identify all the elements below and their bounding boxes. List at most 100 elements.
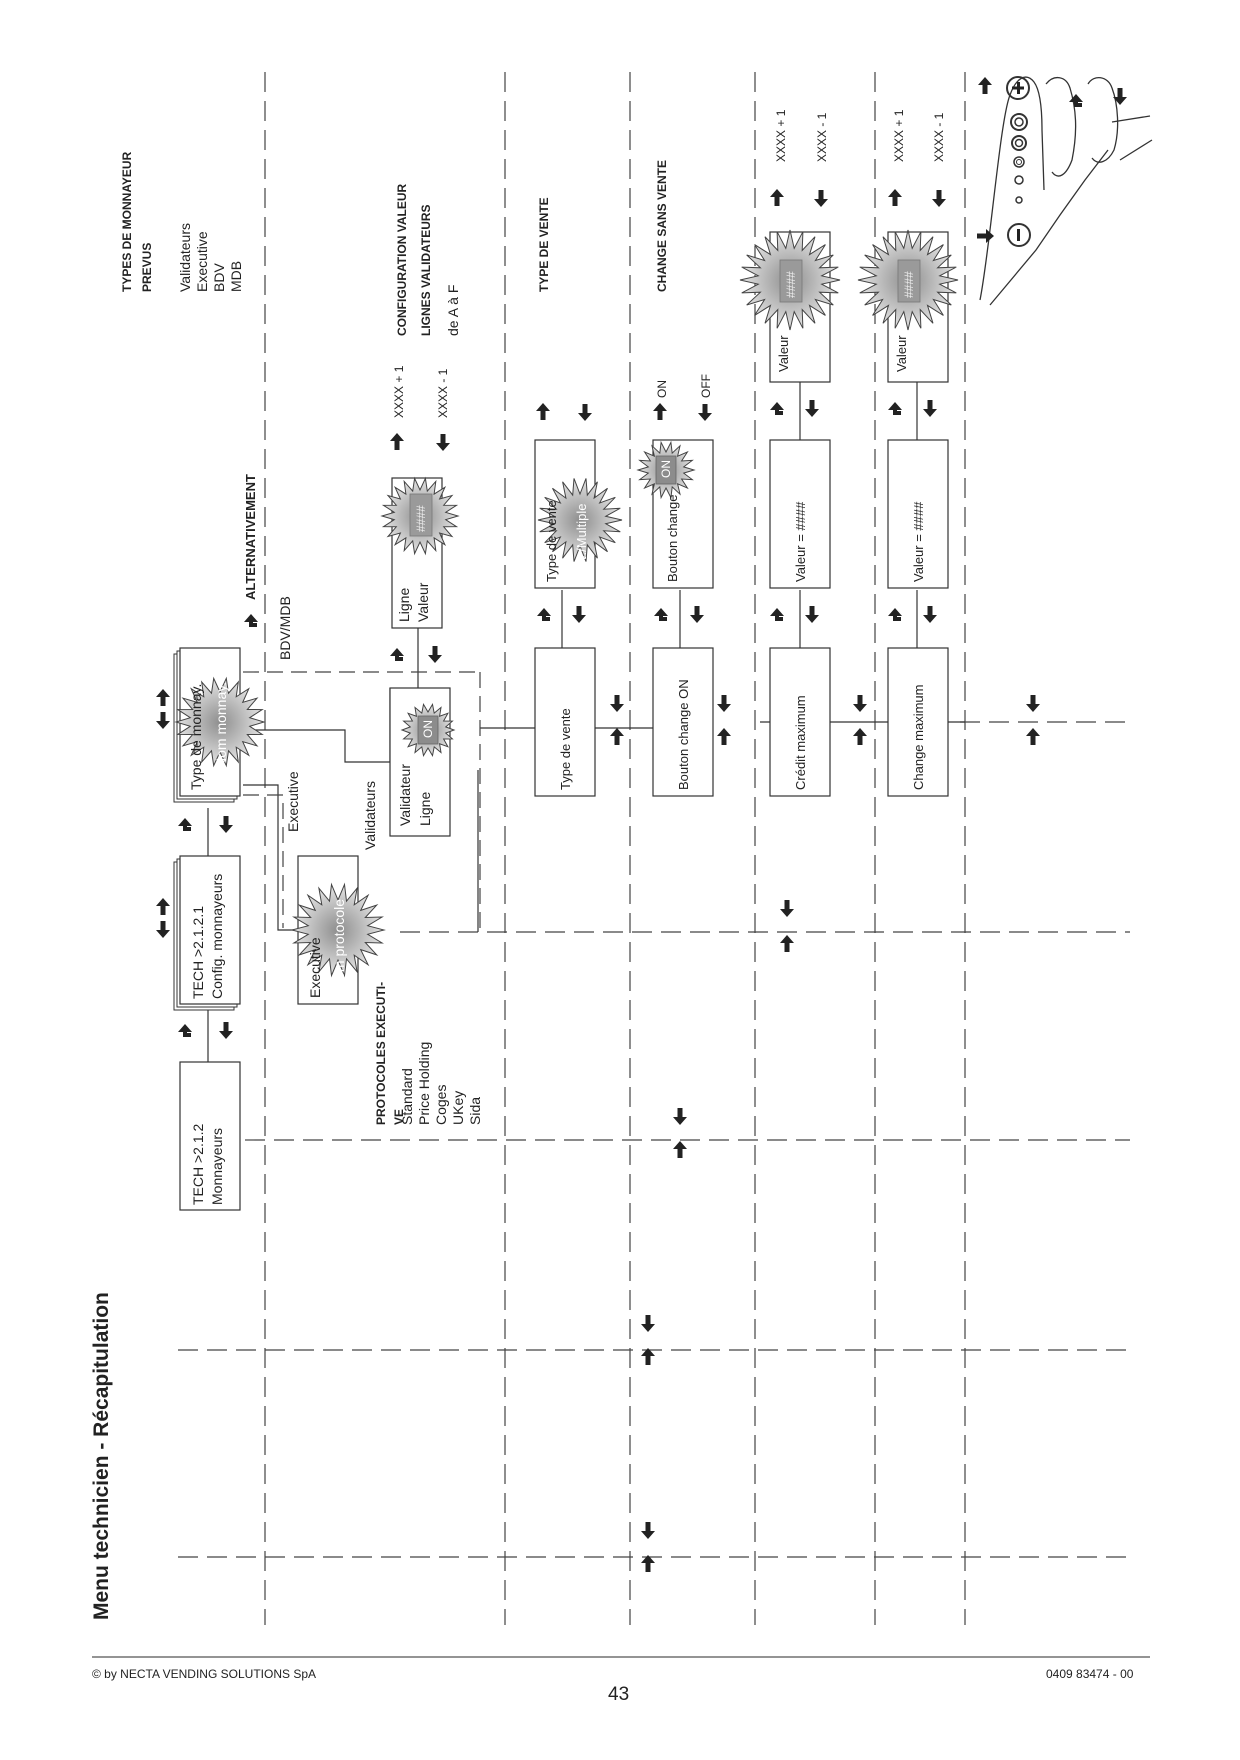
box-type-de-vente: Type de vente xyxy=(534,647,596,797)
svg-text:ON: ON xyxy=(659,460,673,478)
box-bouton-change-on: Bouton change ON xyxy=(652,647,714,797)
arrow-down-icon xyxy=(572,606,586,623)
svg-text:Valeur: Valeur xyxy=(415,582,431,622)
enter-icon xyxy=(770,402,784,415)
svg-text:Alternativement: Alternativement xyxy=(243,474,258,600)
enter-icon xyxy=(390,648,404,661)
arrow-up-icon xyxy=(536,403,550,420)
arrow-down-icon xyxy=(814,190,828,207)
svg-text:MDB: MDB xyxy=(228,261,244,292)
box-credit-maximum: Crédit maximum xyxy=(769,647,831,797)
box-type-vente-indiv: Type de vente Indiv./Multiple xyxy=(534,439,623,589)
box-bouton-change: ON Bouton change xyxy=(636,439,714,589)
grid-lines xyxy=(178,72,1130,1625)
box-ligne-valeur: #### Ligne Valeur xyxy=(380,476,460,629)
arrow-up-icon xyxy=(717,728,731,745)
keypad-symbols xyxy=(977,77,1127,243)
label-validateurs: Validateurs xyxy=(362,781,378,850)
svg-text:Types de monnayeur: Types de monnayeur xyxy=(120,151,134,292)
box-change-maximum: Change maximum xyxy=(887,647,949,797)
label-alternativement: Alternativement xyxy=(243,474,258,627)
arrow-up-icon xyxy=(673,1141,687,1158)
arrow-up-icon xyxy=(390,433,404,450)
svg-text:Standard: Standard xyxy=(399,1068,415,1125)
enter-icon xyxy=(244,614,258,627)
nav-arrows xyxy=(156,189,1040,1572)
svg-text:####: #### xyxy=(414,505,428,532)
arrow-down-icon xyxy=(156,921,170,938)
arrow-up-icon xyxy=(978,77,992,94)
svg-text:Configuration valeur: Configuration valeur xyxy=(395,183,409,336)
label-change-xxxx-minus-1: XXXX - 1 xyxy=(932,112,946,162)
box-config-monnayeurs: TECH >2.1.2.1 Config. monnayeurs xyxy=(173,855,241,1011)
arrow-down-icon xyxy=(219,1022,233,1039)
arrow-down-icon xyxy=(805,606,819,623)
arrow-up-icon xyxy=(888,189,902,206)
svg-text:Nom monnay.: Nom monnay. xyxy=(213,682,229,768)
svg-text:Type de vente: Type de vente xyxy=(558,708,573,790)
arrow-down-icon xyxy=(436,434,450,451)
label-change-xxxx-plus-1: XXXX + 1 xyxy=(892,109,906,162)
svg-text:Crédit maximum: Crédit maximum xyxy=(793,695,808,790)
arrow-up-icon xyxy=(1026,728,1040,745)
label-xxxx-plus-1: XXXX + 1 xyxy=(392,365,406,418)
svg-text:Monnayeurs: Monnayeurs xyxy=(209,1128,225,1205)
label-credit-xxxx-minus-1: XXXX - 1 xyxy=(815,112,829,162)
arrow-up-icon xyxy=(653,403,667,420)
arrow-up-icon xyxy=(156,898,170,915)
svg-text:TECH >2.1.2.1: TECH >2.1.2.1 xyxy=(190,906,206,999)
box-change-valeur: Valeur = #### xyxy=(887,439,949,589)
box-change-valeur-edit: #### Valeur xyxy=(857,229,959,383)
svg-text:Valeur: Valeur xyxy=(776,335,791,372)
svg-text:Change maximum: Change maximum xyxy=(911,685,926,791)
starburst xyxy=(537,478,623,562)
label-xxxx-minus-1: XXXX - 1 xyxy=(436,368,450,418)
svg-text:ON: ON xyxy=(421,720,435,738)
label-bdv-mdb: BDV/MDB xyxy=(277,596,293,660)
svg-text:Type de vente: Type de vente xyxy=(544,500,559,582)
enter-icon xyxy=(178,1024,192,1037)
arrow-down-icon xyxy=(1026,695,1040,712)
enter-icon xyxy=(888,402,902,415)
svg-text:de A à F: de A à F xyxy=(445,285,461,336)
svg-text:Ligne: Ligne xyxy=(396,588,412,622)
svg-text:Config. monnayeurs: Config. monnayeurs xyxy=(209,874,225,999)
arrow-down-icon xyxy=(780,900,794,917)
arrow-down-icon xyxy=(610,695,624,712)
arrow-down-icon xyxy=(578,404,592,421)
svg-text:Validateur: Validateur xyxy=(397,764,413,826)
section-config-valeur: Configuration valeur lignes validateurs … xyxy=(395,183,461,336)
svg-text:Executive: Executive xyxy=(194,231,210,292)
arrow-down-icon xyxy=(690,606,704,623)
svg-text:Validateurs: Validateurs xyxy=(177,223,193,292)
page-number: 43 xyxy=(608,1684,630,1705)
svg-text:####: #### xyxy=(902,271,916,298)
svg-text:ve: ve xyxy=(392,1109,406,1125)
label-off: OFF xyxy=(699,374,713,398)
arrow-down-icon xyxy=(805,400,819,417)
keypad-hand-icon xyxy=(979,76,1153,306)
arrow-down-icon xyxy=(923,400,937,417)
svg-text:Coges: Coges xyxy=(433,1085,449,1125)
svg-text:Executive: Executive xyxy=(307,937,323,998)
starburst xyxy=(290,882,386,978)
arrow-down-icon xyxy=(641,1315,655,1332)
label-credit-xxxx-plus-1: XXXX + 1 xyxy=(774,109,788,162)
arrow-down-icon xyxy=(932,190,946,207)
enter-icon xyxy=(770,608,784,621)
svg-text:prevus: prevus xyxy=(140,243,154,292)
svg-text:lignes validateurs: lignes validateurs xyxy=(419,204,433,336)
footer-copyright: © by NECTA VENDING SOLUTIONS SpA xyxy=(92,1667,317,1681)
box-credit-valeur: Valeur = #### xyxy=(769,439,831,589)
enter-icon xyxy=(888,608,902,621)
svg-text:TECH >2.1.2: TECH >2.1.2 xyxy=(190,1123,206,1205)
section-type-vente: Type de vente xyxy=(537,197,551,292)
footer-doc-code: 0409 83474 - 00 xyxy=(1046,1667,1134,1681)
arrow-up-icon xyxy=(780,935,794,952)
svg-text:Nom protocole: Nom protocole xyxy=(331,899,347,990)
svg-text:UKey: UKey xyxy=(450,1091,466,1125)
svg-text:Type de monnay.: Type de monnay. xyxy=(188,684,204,790)
arrow-up-icon xyxy=(770,189,784,206)
svg-text:Ligne: Ligne xyxy=(417,792,433,826)
